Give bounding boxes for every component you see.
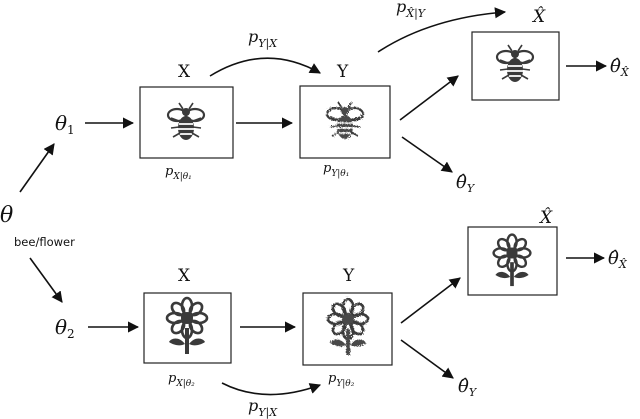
thetahat-xhat-top: θ̂X̂ <box>610 56 630 79</box>
p-y-given-x-top: pY|X <box>248 27 278 51</box>
p-y-given-x-bottom: pY|X <box>248 396 278 419</box>
arrow-root-to-theta2 <box>29 257 63 303</box>
thetahat-y-bottom: θ̂Y <box>458 376 478 399</box>
xhat-label-top: X̂ <box>531 7 546 27</box>
p-x-given-theta2: pX|θ₂ <box>168 371 195 389</box>
theta-1: θ1 <box>55 111 75 137</box>
curve-x-to-y-bottom <box>221 382 322 396</box>
xhat-label-bottom: X̂ <box>538 208 553 228</box>
theta-2: θ2 <box>55 315 75 341</box>
arrow-y-to-xhat-top <box>399 75 459 121</box>
thetahat-y-top: θ̂Y <box>456 172 476 195</box>
x-label-bottom: X <box>178 266 191 286</box>
x-label-top: X <box>178 62 191 82</box>
arrow-root-to-theta1 <box>19 143 55 193</box>
curve-y-to-xhat-top <box>377 7 507 53</box>
p-y-given-theta1: pY|θ₁ <box>323 161 349 179</box>
curve-x-to-y-top <box>209 57 321 77</box>
theta-root: θ <box>0 203 13 228</box>
root-label: bee/flower <box>14 235 75 249</box>
arrow-y-to-thetahat-bottom <box>400 339 454 379</box>
p-xhat-given-y: pX̂|Y <box>396 0 427 21</box>
y-label-bottom: Y <box>342 266 355 286</box>
y-label-top: Y <box>336 62 349 82</box>
p-y-given-theta2: pY|θ₂ <box>328 371 355 389</box>
thetahat-xhat-bottom: θ̂X̂ <box>608 248 628 271</box>
arrow-y-to-thetahat-top <box>401 136 453 173</box>
arrow-y-to-xhat-bottom <box>400 277 461 324</box>
p-x-given-theta1: pX|θ₁ <box>165 164 192 182</box>
